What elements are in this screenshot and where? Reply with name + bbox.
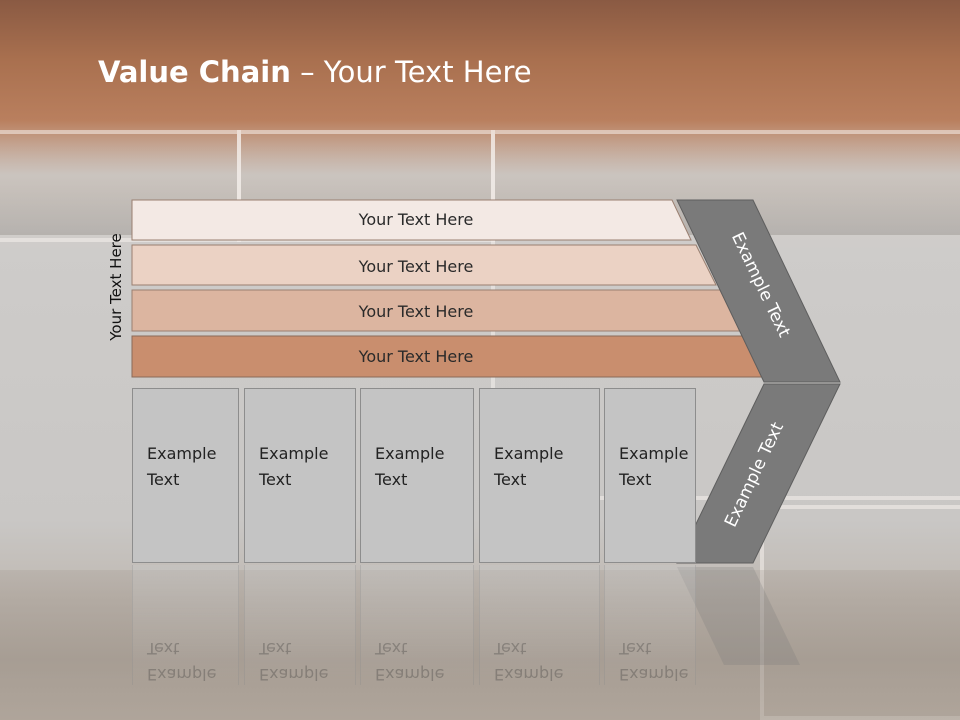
activity-box-2: Example Text [244,388,356,563]
slide-title: Value Chain – Your Text Here [98,55,532,89]
row-1-label: Your Text Here [358,210,474,229]
activity-box-label: Example Text [259,444,329,489]
title-bold: Value Chain [98,55,291,89]
activity-box-label: Example Text [375,444,445,489]
chevron-reflection [677,567,800,665]
activity-box-1: Example Text [132,388,239,563]
row-4-label: Your Text Here [358,347,474,366]
reflection-text: Example Text [494,639,564,684]
activity-box-label: Example Text [147,444,217,489]
chevron-upper [676,199,841,383]
row-2-band [131,244,717,286]
chevron-lower [676,383,841,564]
row-3-label: Your Text Here [358,302,474,321]
activity-box-reflection: Example Text [479,565,600,685]
activity-box-4: Example Text [479,388,600,563]
rocky-ground [0,570,960,720]
reflection-text: Example Text [147,639,217,684]
row-2-label: Your Text Here [358,257,474,276]
row-1-band [131,199,692,241]
activity-box-reflection: Example Text [244,565,356,685]
activity-box-reflection: Example Text [360,565,474,685]
title-rest: – Your Text Here [290,55,532,89]
reflection-text: Example Text [259,639,329,684]
activity-box-label: Example Text [619,444,689,489]
activity-box-reflection: Example Text [132,565,239,685]
activity-box-3: Example Text [360,388,474,563]
reflection-text: Example Text [375,639,445,684]
activity-box-label: Example Text [494,444,564,489]
activity-box-reflection: Example Text [604,565,696,685]
reflection-text: Example Text [619,639,689,684]
activity-box-5: Example Text [604,388,696,563]
